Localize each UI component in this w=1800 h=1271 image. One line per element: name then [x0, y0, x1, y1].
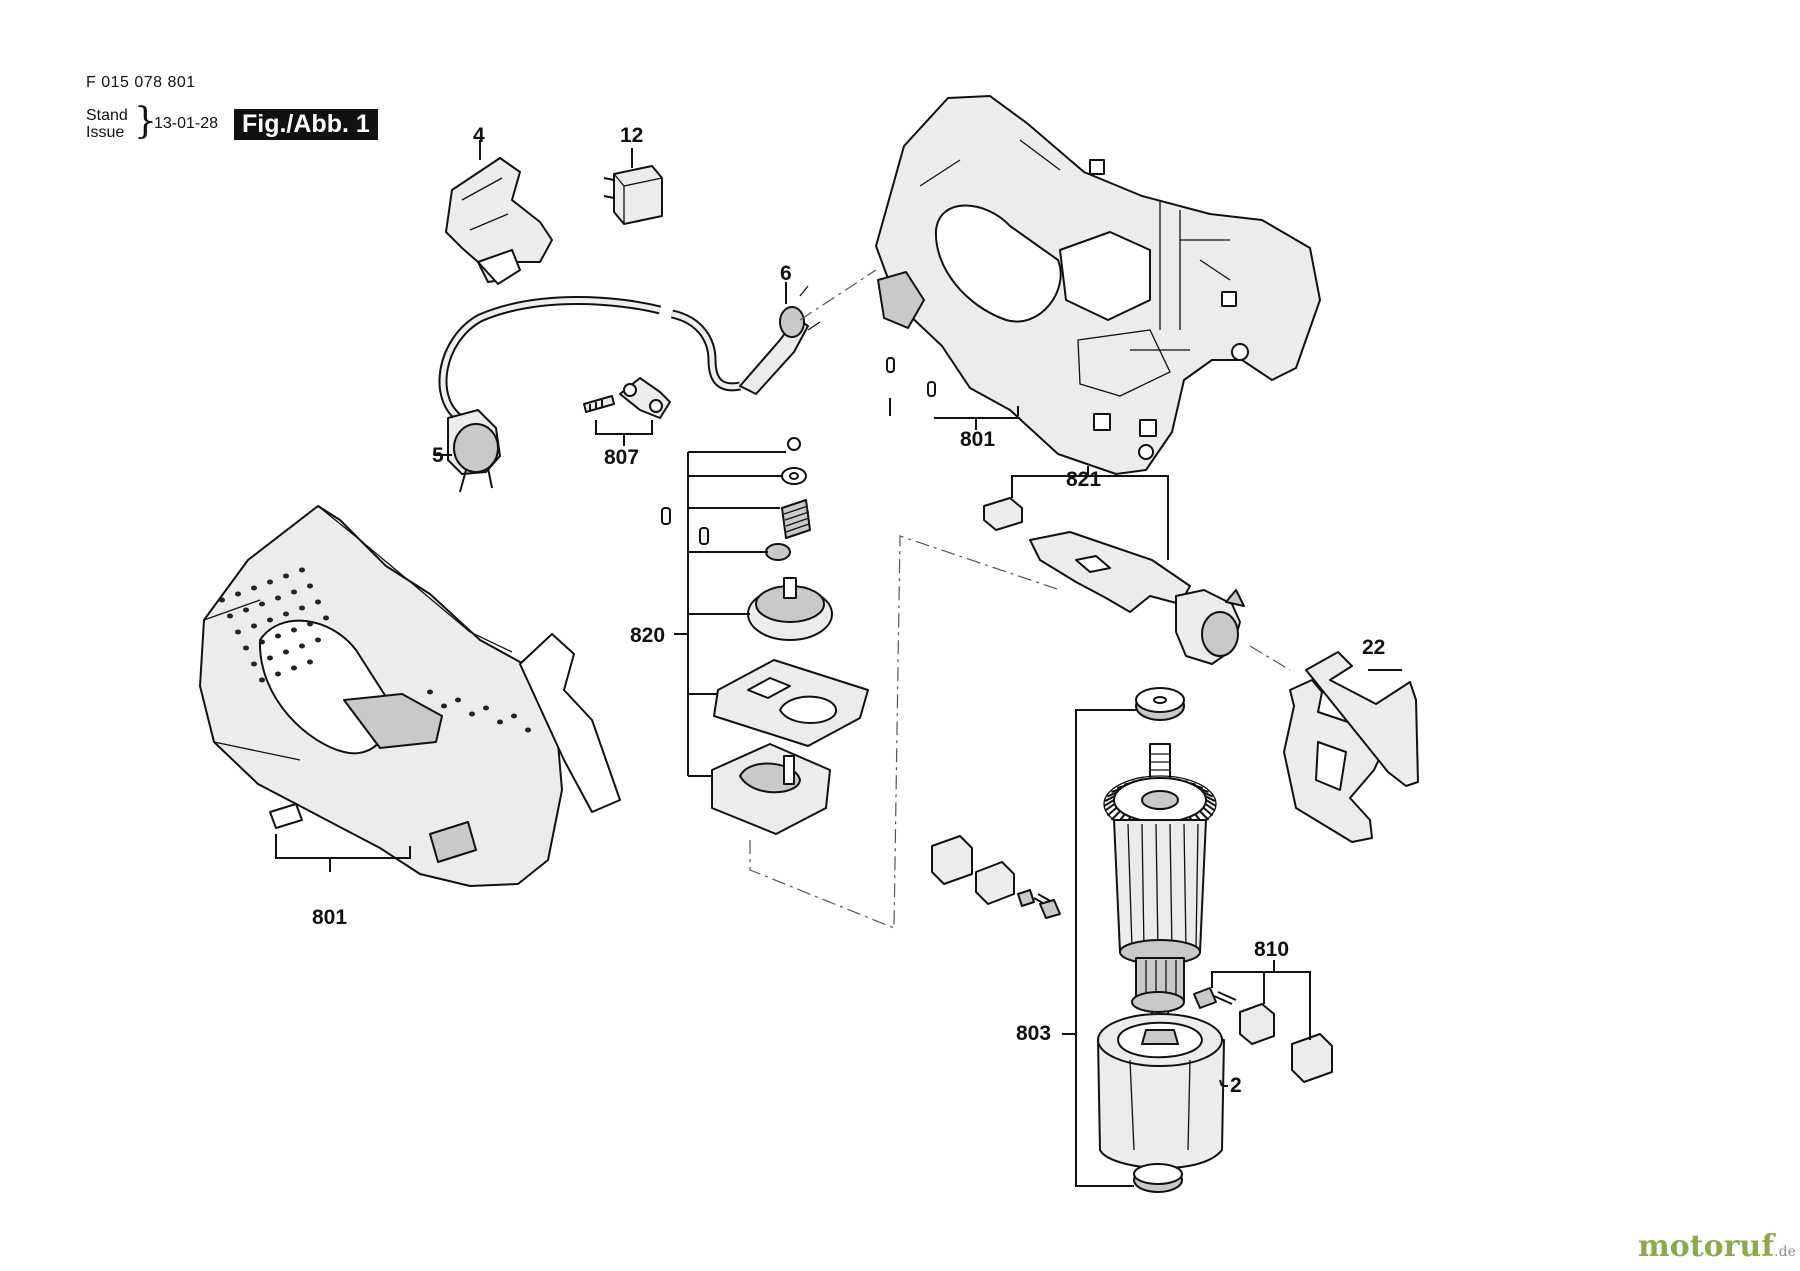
callout-801-top: 801 — [960, 428, 996, 451]
vent-hole — [243, 607, 249, 613]
brace-glyph: } — [134, 101, 157, 142]
callout-807: 807 — [604, 446, 640, 469]
document-number: F 015 078 801 — [86, 74, 196, 91]
vent-hole — [219, 597, 225, 603]
gear-tooth — [1110, 810, 1121, 821]
vent-hole — [283, 611, 289, 617]
vent-hole — [299, 605, 305, 611]
vent-hole — [275, 633, 281, 639]
lift-rod-part — [983, 466, 1245, 665]
vent-hole — [441, 703, 447, 709]
gear-tooth — [1202, 806, 1214, 817]
vent-hole — [291, 589, 297, 595]
housing-right-half-part — [875, 95, 1321, 475]
gear-tooth — [1204, 803, 1216, 812]
vent-hole — [251, 623, 257, 629]
stand-label: Stand — [86, 107, 128, 124]
gear-carrier-stack-part — [661, 437, 1061, 929]
housing-left-half-part — [199, 505, 621, 887]
switch-part — [445, 140, 553, 285]
stand-issue-labels: Stand Issue — [86, 107, 128, 141]
vent-hole — [525, 727, 531, 733]
figure-label: Fig./Abb. 1 — [234, 109, 378, 140]
watermark: motoruf.de — [1638, 1229, 1796, 1264]
watermark-suffix: .de — [1774, 1244, 1796, 1260]
vent-hole — [483, 705, 489, 711]
vent-holes — [219, 567, 531, 733]
vent-hole — [251, 585, 257, 591]
callout-801-bottom: 801 — [312, 906, 348, 929]
callout-5: 5 — [432, 444, 444, 467]
callout-820: 820 — [630, 624, 666, 647]
vent-hole — [283, 649, 289, 655]
vent-hole — [267, 579, 273, 585]
watermark-brand: motoruf — [1638, 1229, 1775, 1264]
vent-hole — [291, 665, 297, 671]
gear-tooth — [1103, 799, 1115, 807]
vent-hole — [267, 655, 273, 661]
armature-part — [1062, 687, 1217, 1187]
issue-label: Issue — [86, 124, 125, 141]
carbon-brush-set-810 — [1193, 960, 1333, 1083]
vent-hole — [469, 711, 475, 717]
vent-hole — [267, 617, 273, 623]
vent-hole — [291, 627, 297, 633]
callout-4: 4 — [473, 124, 485, 147]
callout-821: 821 — [1066, 468, 1102, 491]
vent-hole — [243, 645, 249, 651]
vent-hole — [235, 629, 241, 635]
gear-tooth — [1199, 810, 1210, 821]
vent-hole — [275, 671, 281, 677]
cord-sleeve-part — [739, 282, 821, 395]
gear-tooth — [1204, 795, 1216, 803]
guide-plate-part — [1283, 651, 1419, 843]
vent-hole — [259, 601, 265, 607]
gear-tooth — [1104, 803, 1116, 812]
gear-tooth — [1104, 795, 1116, 803]
vent-hole — [299, 567, 305, 573]
vent-hole — [307, 621, 313, 627]
vent-hole — [307, 583, 313, 589]
vent-hole — [427, 689, 433, 695]
vent-hole — [323, 615, 329, 621]
vent-hole — [307, 659, 313, 665]
vent-hole — [227, 613, 233, 619]
callout-803: 803 — [1016, 1022, 1052, 1045]
callout-22: 22 — [1362, 636, 1386, 659]
vent-hole — [315, 599, 321, 605]
vent-hole — [497, 719, 503, 725]
callout-2: 2 — [1230, 1074, 1242, 1097]
brush-holders-left — [931, 835, 1061, 919]
vent-hole — [259, 677, 265, 683]
issue-date: 13-01-28 — [154, 115, 219, 132]
vent-hole — [455, 697, 461, 703]
gear-tooth — [1205, 799, 1217, 807]
callout-12: 12 — [620, 124, 644, 147]
callout-6: 6 — [780, 262, 792, 285]
cord-clamp-part — [583, 377, 671, 446]
vent-hole — [283, 573, 289, 579]
callout-810: 810 — [1254, 938, 1290, 961]
vent-hole — [511, 713, 517, 719]
vent-hole — [251, 661, 257, 667]
vent-hole — [259, 639, 265, 645]
vent-hole — [235, 591, 241, 597]
vent-hole — [299, 643, 305, 649]
gear-tooth — [1106, 806, 1118, 817]
power-cord-part — [434, 296, 741, 493]
capacitor-part — [603, 148, 663, 225]
vent-hole — [275, 595, 281, 601]
field-coil-part — [1097, 991, 1228, 1193]
vent-hole — [315, 637, 321, 643]
